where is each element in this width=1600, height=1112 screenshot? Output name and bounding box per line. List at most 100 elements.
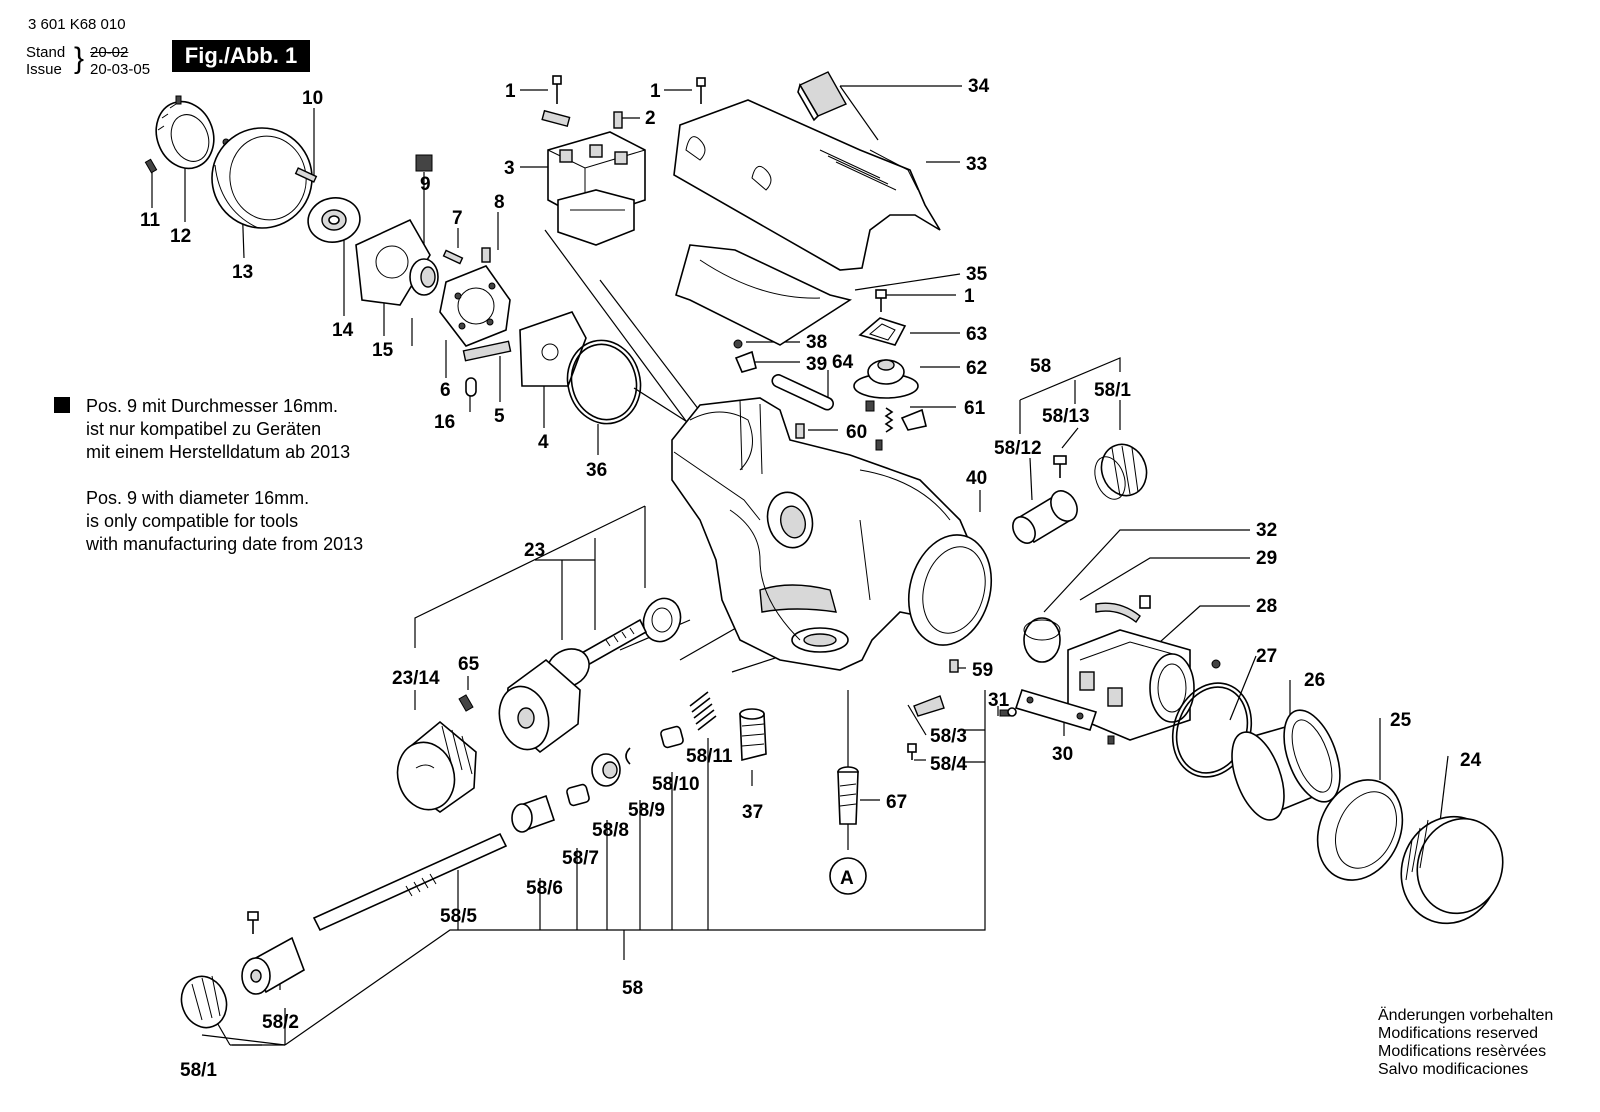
callout-3: 3 <box>504 158 515 179</box>
bracket-part-39 <box>734 350 757 373</box>
note-marker-part-9 <box>415 154 433 172</box>
cap-part-32 <box>1023 617 1061 663</box>
reference-marker-a <box>829 857 867 895</box>
pin-part-29 <box>1139 595 1151 609</box>
callout-58-1: 58/1 <box>1094 380 1131 401</box>
screw-part-67 <box>837 766 859 825</box>
callout-labels: 1 1 2 3 34 33 35 1 63 62 61 38 39 64 60 … <box>140 76 1482 1081</box>
ring-part-13 <box>211 127 313 229</box>
callout-63: 63 <box>966 324 987 345</box>
note-english: Pos. 9 with diameter 16mm. is only compa… <box>86 487 363 556</box>
cap-part-24 <box>1400 815 1504 925</box>
set-screw-part-2 <box>613 111 623 129</box>
callout-40: 40 <box>966 468 987 489</box>
fitting-part-37 <box>739 708 767 762</box>
callout-58-12: 58/12 <box>994 438 1042 459</box>
pin-part-64 <box>771 374 834 411</box>
set-screw-part-8 <box>481 247 491 263</box>
callout-38: 38 <box>806 332 827 353</box>
screw-part-65 <box>458 694 474 712</box>
ball-part-28 <box>1211 659 1221 669</box>
callout-31: 31 <box>988 690 1010 711</box>
knob-part-58-1-right <box>1094 443 1148 500</box>
bushing-part-58-10 <box>660 725 684 749</box>
callout-5: 5 <box>494 406 505 427</box>
pin-part-16 <box>465 377 477 397</box>
callout-64: 64 <box>832 352 854 373</box>
modifications-notice: Änderungen vorbehalten Modifications res… <box>1378 1007 1553 1079</box>
strip-part-30 <box>1014 689 1098 731</box>
relay-block-part-3 <box>547 131 646 246</box>
clip-part-29 <box>1095 602 1141 624</box>
callout-14: 14 <box>332 320 354 341</box>
callout-60: 60 <box>846 422 867 443</box>
spring-part-61 <box>865 400 927 451</box>
callout-61: 61 <box>964 398 986 419</box>
callout-28: 28 <box>1256 596 1277 617</box>
top-cover-part-33 <box>673 99 941 271</box>
note-english-line: Pos. 9 with diameter 16mm. <box>86 488 310 508</box>
figure-badge: Fig./Abb. 1 <box>172 40 310 72</box>
set-screw-part-60 <box>795 423 805 439</box>
bushing-part-58-6 <box>511 794 556 833</box>
footer-line: Modifications reserved <box>1378 1025 1539 1042</box>
callout-58-11: 58/11 <box>686 746 733 767</box>
callout-39: 39 <box>806 354 827 375</box>
spring-part-58-11 <box>689 691 717 731</box>
parts-linework <box>144 71 1504 1029</box>
callout-36: 36 <box>586 460 607 481</box>
note-english-line: is only compatible for tools <box>86 511 299 531</box>
screw-part-58-2 <box>247 911 259 934</box>
wedge-part-34-side <box>797 82 820 122</box>
callout-29: 29 <box>1256 548 1277 569</box>
callout-1: 1 <box>650 81 661 102</box>
wedge-part-34 <box>799 71 847 117</box>
stand-value: 20-02 <box>90 44 129 61</box>
callout-30: 30 <box>1052 744 1073 765</box>
callout-58: 58 <box>1030 356 1051 377</box>
callout-34: 34 <box>968 76 990 97</box>
bushing-part-58-7 <box>566 783 590 807</box>
ball-part-38 <box>733 339 743 349</box>
callout-58-10: 58/10 <box>652 774 700 795</box>
leader-lines <box>151 85 1449 1046</box>
callout-58-6: 58/6 <box>526 878 563 899</box>
callout-1: 1 <box>964 286 975 307</box>
bushing-part-58-8 <box>591 753 621 787</box>
mount-block-part-6 <box>439 265 511 347</box>
revision-brace: } <box>74 42 85 75</box>
callout-58: 58 <box>622 978 643 999</box>
callout-7: 7 <box>452 208 463 229</box>
callout-13: 13 <box>232 262 253 283</box>
callout-58-13: 58/13 <box>1042 406 1090 427</box>
screw-part-58-4 <box>907 743 917 753</box>
collar-part-58-2 <box>241 936 305 995</box>
screw-part-1b <box>696 77 706 104</box>
note-german-line: mit einem Herstelldatum ab 2013 <box>86 442 351 462</box>
screw-part-10 <box>294 167 318 183</box>
callout-65: 65 <box>458 654 480 675</box>
screw-part-1c <box>875 289 887 312</box>
callout-58-9: 58/9 <box>628 800 665 821</box>
revision-values: 20-02 20-03-05 <box>90 44 150 78</box>
footer-line: Modifications resèrvées <box>1378 1043 1547 1060</box>
stand-label: Stand <box>26 44 66 61</box>
footer-line: Salvo modificaciones <box>1378 1061 1529 1078</box>
plate-part-4 <box>519 311 587 387</box>
callout-58-4: 58/4 <box>930 754 967 775</box>
callout-26: 26 <box>1304 670 1325 691</box>
washer-part-9 <box>409 258 439 296</box>
shroud-part-35 <box>675 244 852 346</box>
note-german-line: ist nur kompatibel zu Geräten <box>86 419 322 439</box>
screw-part-11 <box>144 158 158 174</box>
strip-part-5 <box>462 340 512 362</box>
callout-62: 62 <box>966 358 987 379</box>
callout-1: 1 <box>505 81 516 102</box>
knob-part-62 <box>853 359 919 399</box>
callout-67: 67 <box>886 792 907 813</box>
washer-part-23 <box>642 597 682 643</box>
callout-11: 11 <box>140 210 161 231</box>
screw-part-28 <box>1107 735 1115 745</box>
